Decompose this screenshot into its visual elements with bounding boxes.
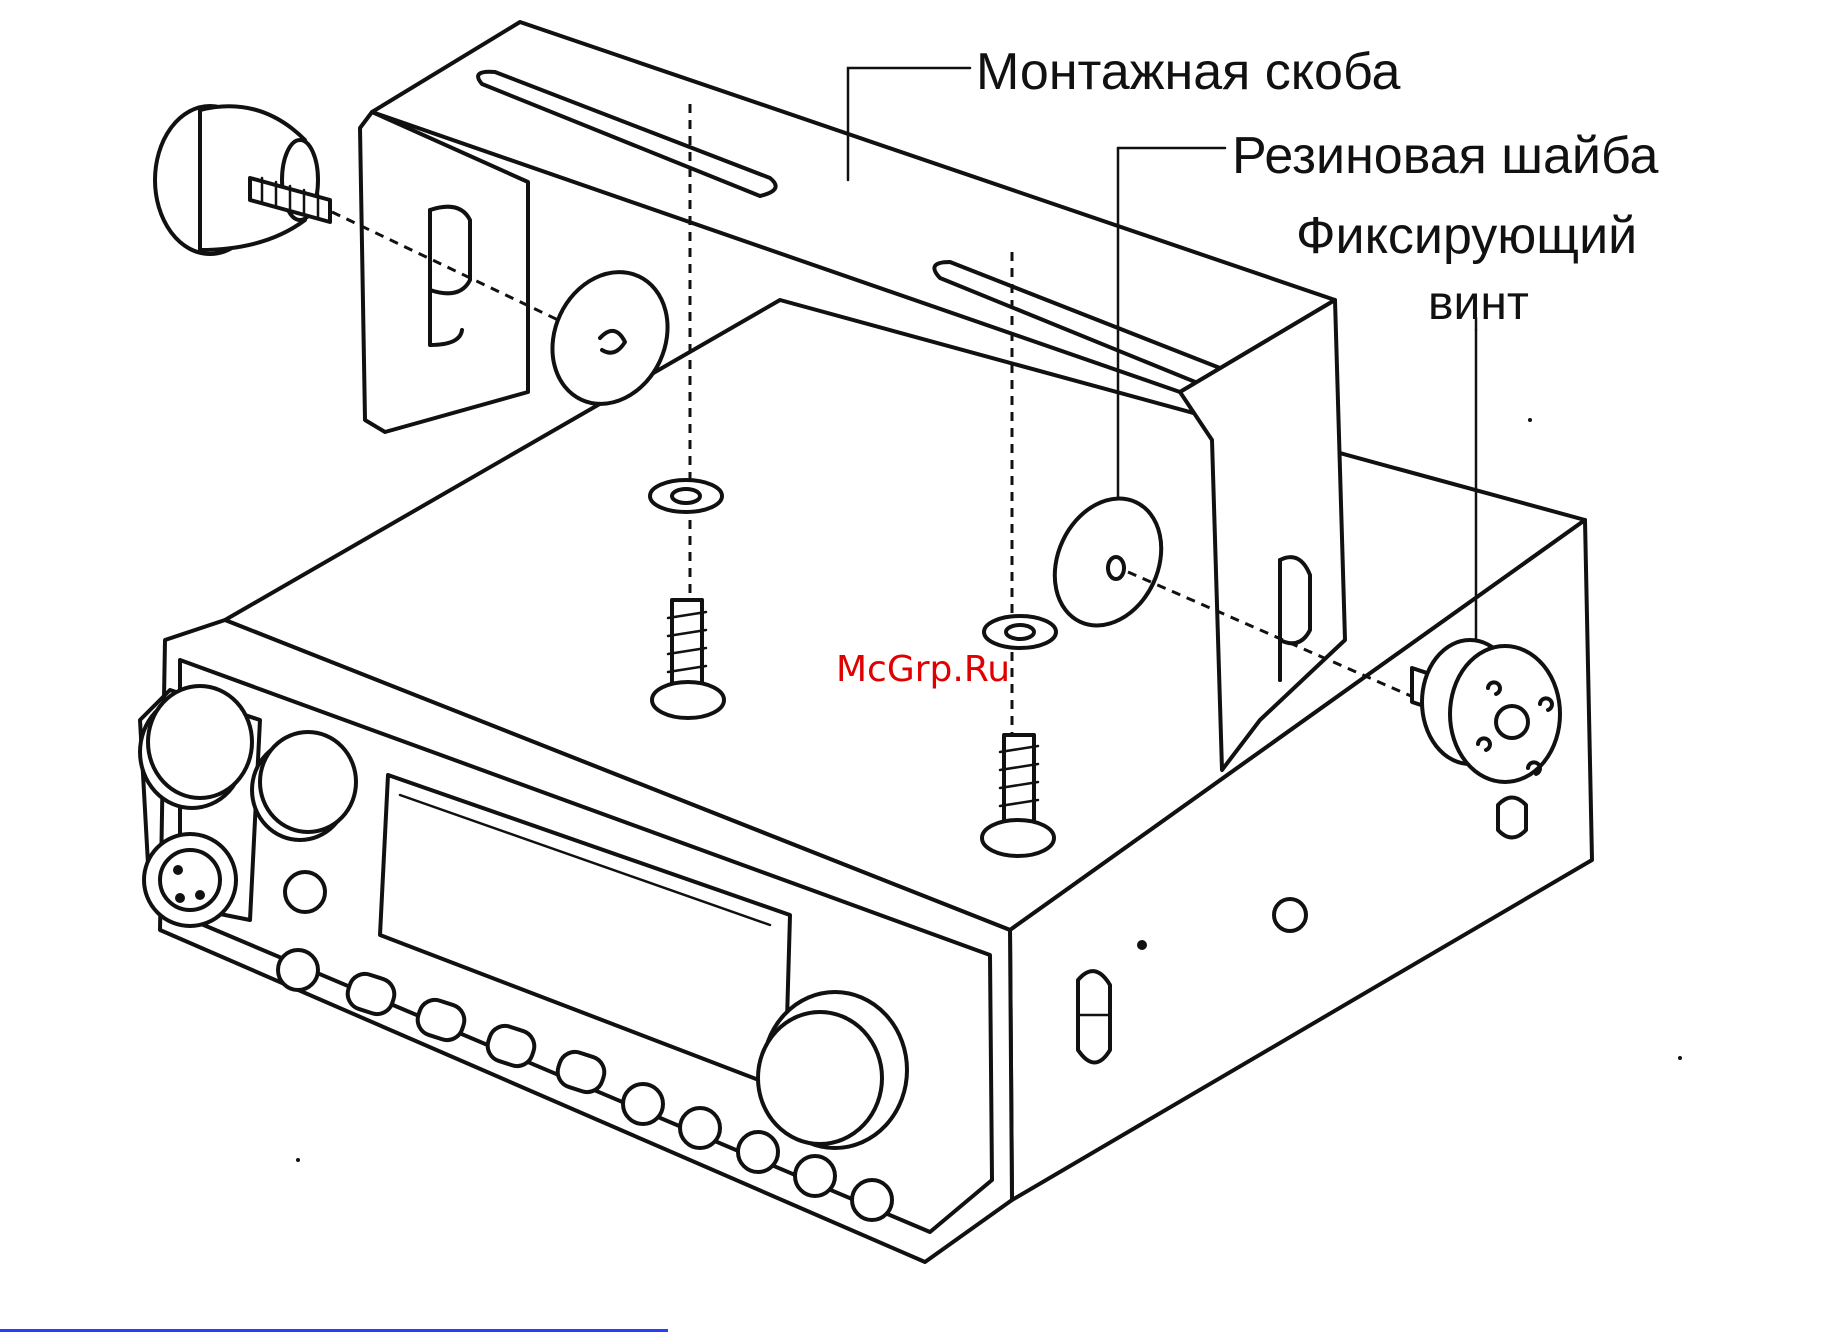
bottom-rule bbox=[0, 1329, 668, 1332]
watermark: McGrp.Ru bbox=[836, 652, 1010, 688]
label-rubber-washer: Резиновая шайба bbox=[1232, 130, 1658, 182]
label-fixing-screw-line1: Фиксирующий bbox=[1296, 210, 1637, 262]
label-mounting-bracket: Монтажная скоба bbox=[976, 46, 1400, 98]
label-fixing-screw-line2: винт bbox=[1428, 280, 1529, 328]
